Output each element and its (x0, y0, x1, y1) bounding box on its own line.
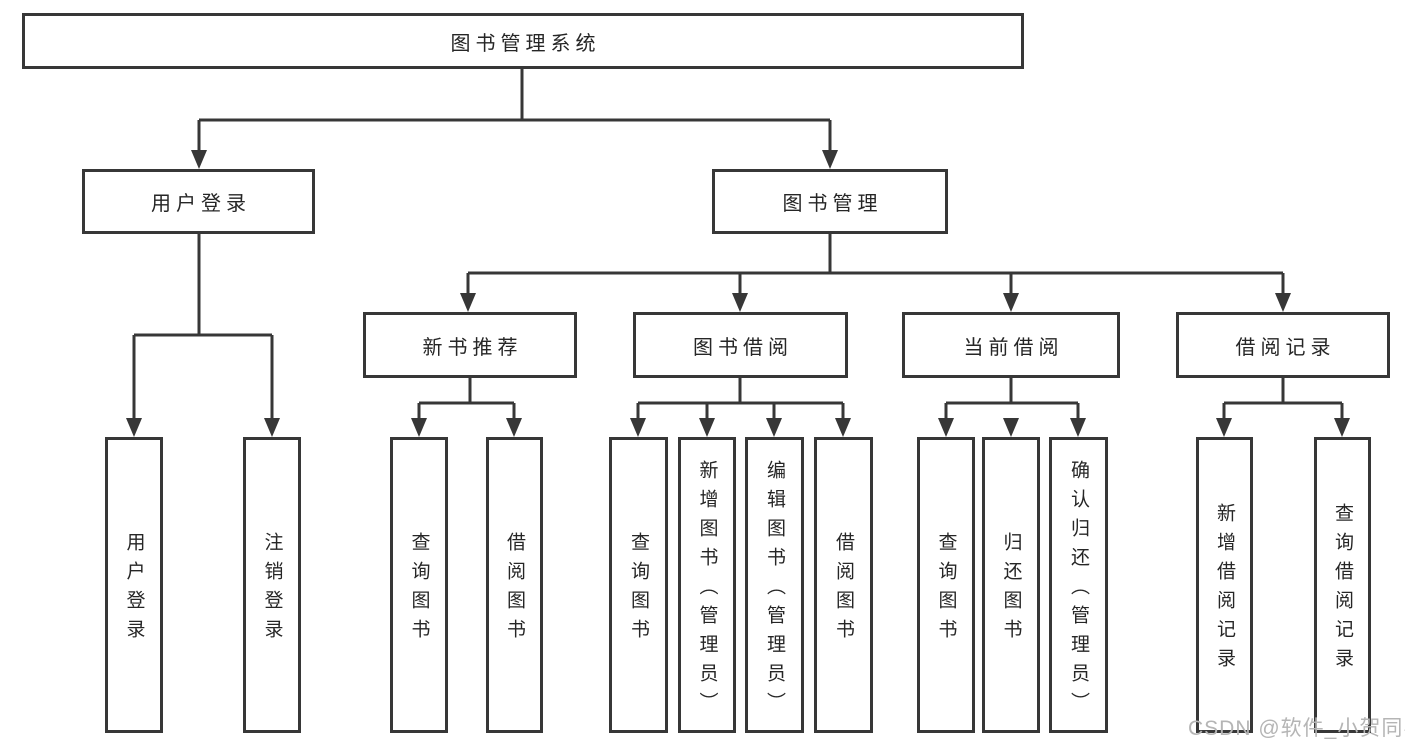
arrowhead (460, 293, 476, 312)
edges-user-login (126, 234, 280, 437)
leaf-label: 编辑图书（管理员） (764, 459, 785, 721)
arrowhead (835, 418, 851, 437)
node-label: 图书管理 (782, 193, 883, 215)
arrowhead (1003, 293, 1019, 312)
leaf-label: 归还图书 (1000, 532, 1022, 648)
node-book-management: 图书管理 (712, 169, 948, 234)
arrowhead (732, 293, 748, 312)
arrowhead (1070, 418, 1086, 437)
node-book-borrowing: 图书借阅 (633, 312, 848, 378)
leaf-label: 查询借阅记录 (1332, 503, 1353, 677)
edges-current-borrow (938, 378, 1086, 437)
arrowhead (1334, 418, 1350, 437)
leaf-confirm-return-admin: 确认归还（管理员） (1049, 437, 1108, 733)
node-new-book-recommend: 新书推荐 (363, 312, 577, 378)
node-label: 用户登录 (151, 193, 251, 215)
leaf-add-borrow-record: 新增借阅记录 (1196, 437, 1253, 733)
arrowhead (264, 418, 280, 437)
arrowhead (822, 150, 838, 169)
node-library-management-system: 图书管理系统 (22, 13, 1024, 69)
leaf-borrow-books-borrowing: 借阅图书 (814, 437, 873, 733)
csdn-watermark: CSDN @软件_小贺同学 (1188, 717, 1405, 740)
arrowhead (191, 150, 207, 169)
leaf-query-books-current: 查询图书 (917, 437, 975, 733)
leaf-query-books-newbooks: 查询图书 (390, 437, 448, 733)
edges-borrow-records (1216, 378, 1350, 437)
leaf-logout: 注销登录 (243, 437, 301, 733)
arrowhead (506, 418, 522, 437)
leaf-return-books: 归还图书 (982, 437, 1040, 733)
node-label: 图书借阅 (693, 336, 793, 359)
arrowhead (938, 418, 954, 437)
leaf-edit-books-admin: 编辑图书（管理员） (745, 437, 804, 733)
leaf-query-borrow-record: 查询借阅记录 (1314, 437, 1371, 733)
edges-book-borrow (630, 378, 851, 437)
edges-book-mgmt (460, 234, 1291, 312)
node-borrow-records: 借阅记录 (1176, 312, 1390, 378)
node-label: 新书推荐 (422, 336, 523, 359)
leaf-label: 查询图书 (628, 532, 649, 648)
leaf-label: 查询图书 (408, 532, 430, 648)
node-current-borrowing: 当前借阅 (902, 312, 1120, 378)
leaf-label: 查询图书 (935, 532, 957, 648)
arrowhead (630, 418, 646, 437)
arrowhead (699, 418, 715, 437)
node-label: 图书管理系统 (450, 32, 601, 55)
leaf-label: 新增借阅记录 (1214, 503, 1235, 677)
leaf-label: 借阅图书 (504, 532, 525, 648)
arrowhead (1003, 418, 1019, 437)
leaf-label: 确认归还（管理员） (1068, 459, 1089, 721)
arrowhead (766, 418, 782, 437)
node-label: 借阅记录 (1235, 336, 1336, 359)
leaf-query-books-borrowing: 查询图书 (609, 437, 668, 733)
arrowhead (126, 418, 142, 437)
edges-new-books (411, 378, 522, 437)
leaf-user-login: 用户登录 (105, 437, 163, 733)
leaf-borrow-books-newbooks: 借阅图书 (486, 437, 543, 733)
leaf-add-books-admin: 新增图书（管理员） (678, 437, 736, 733)
leaf-label: 新增图书（管理员） (696, 459, 718, 721)
edges-root (191, 69, 838, 169)
arrowhead (1216, 418, 1232, 437)
leaf-label: 用户登录 (123, 532, 145, 648)
arrowhead (1275, 293, 1291, 312)
arrowhead (411, 418, 427, 437)
leaf-label: 注销登录 (261, 532, 283, 648)
leaf-label: 借阅图书 (833, 532, 854, 648)
node-label: 当前借阅 (963, 336, 1064, 359)
node-user-login: 用户登录 (82, 169, 315, 234)
